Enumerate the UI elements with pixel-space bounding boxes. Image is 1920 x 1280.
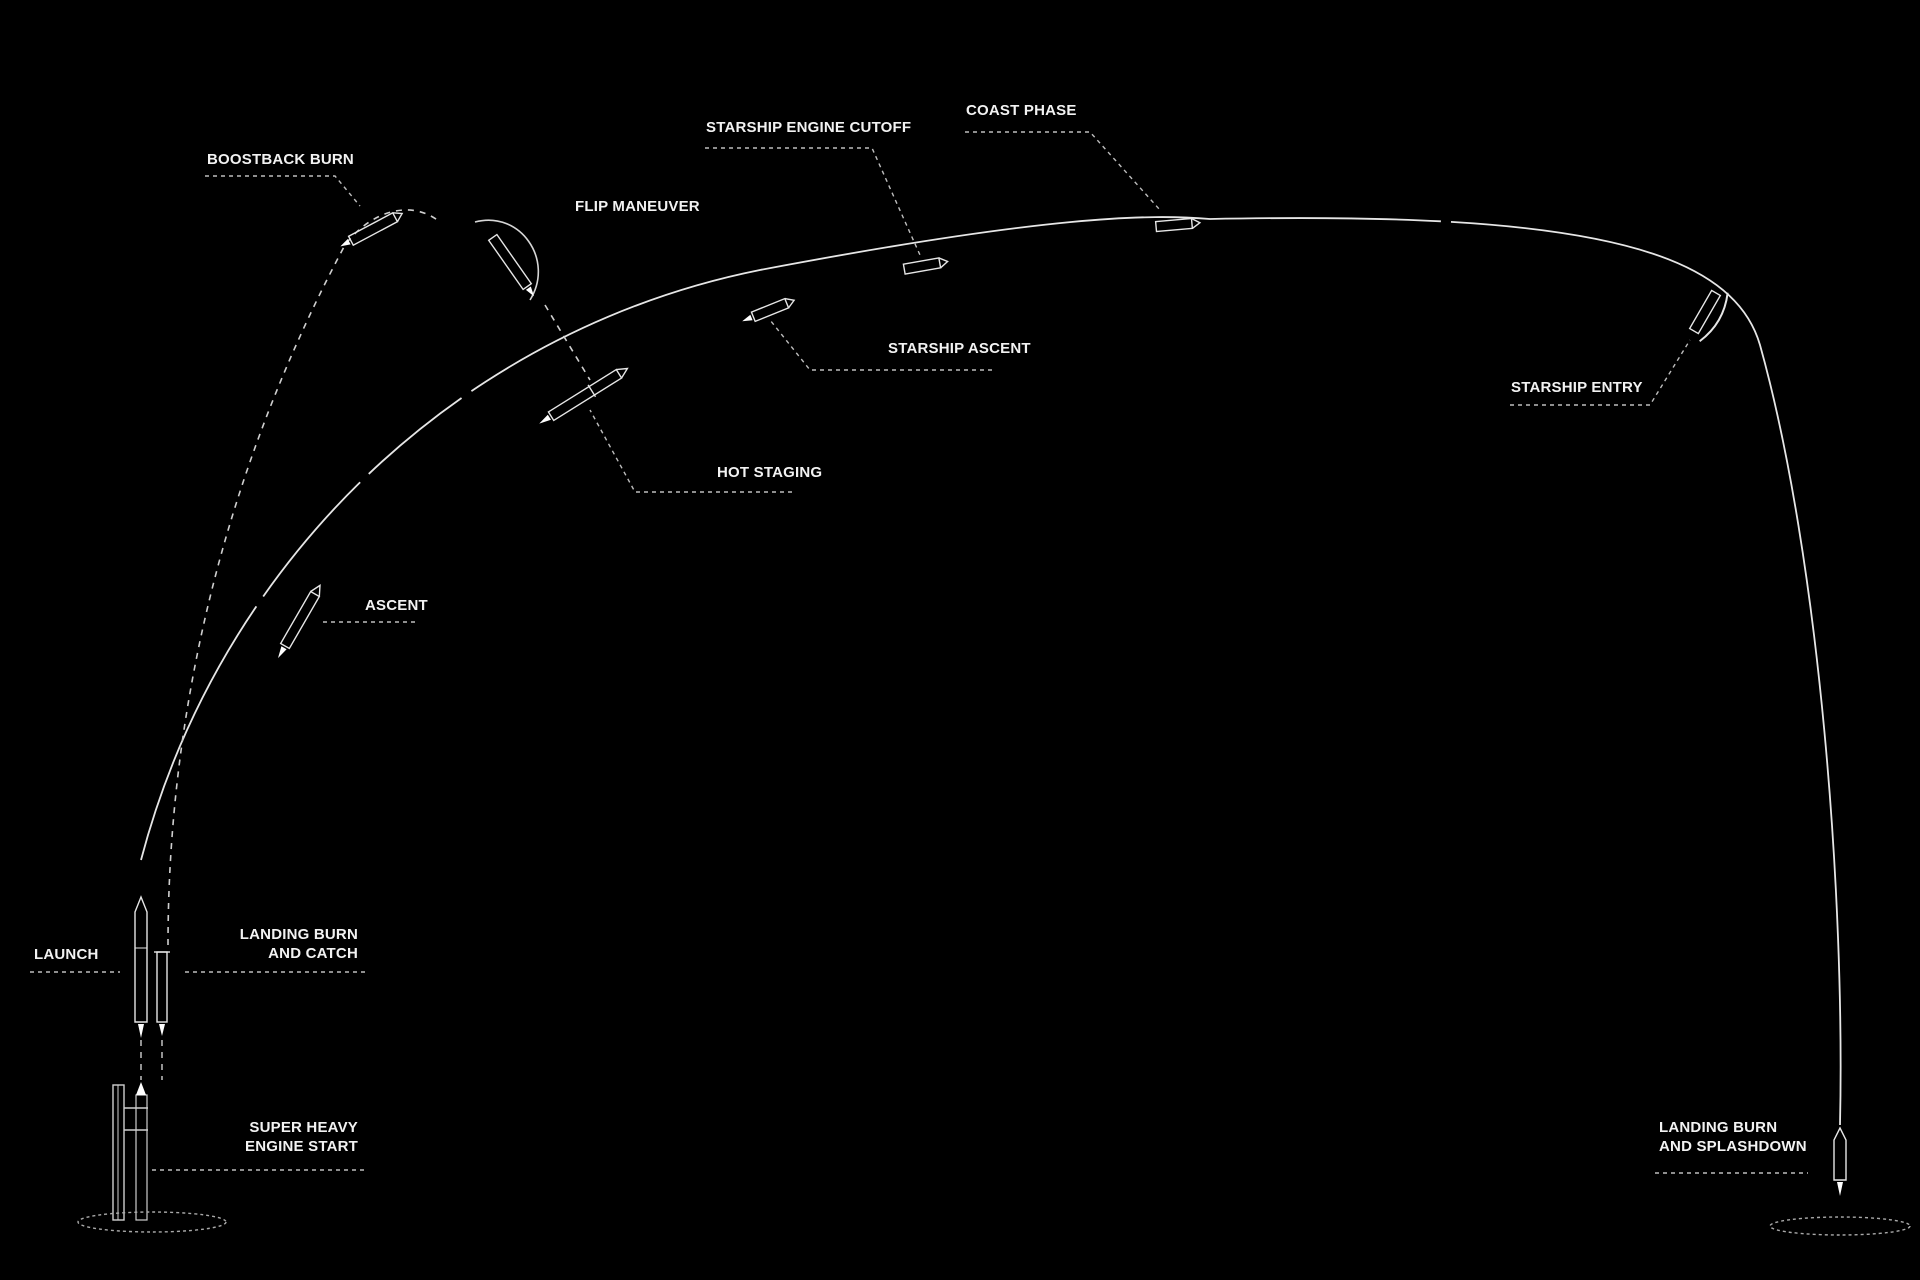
label-boostback-burn: BOOSTBACK BURN	[207, 151, 354, 168]
starship-entry-icon	[1688, 289, 1729, 343]
flip-maneuver-booster-icon	[487, 233, 535, 297]
label-starship-entry: STARSHIP ENTRY	[1511, 379, 1643, 396]
caught-booster-icon	[154, 951, 170, 1036]
boostback-rocket-icon	[340, 211, 404, 247]
label-landing-burn-and-splashdown: LANDING BURN AND SPLASHDOWN	[1659, 1119, 1807, 1155]
label-hot-staging: HOT STAGING	[717, 464, 823, 481]
booster-descent-dashes	[544, 304, 591, 381]
label-coast-phase: COAST PHASE	[966, 102, 1077, 119]
ascent-rocket-icon	[278, 584, 321, 659]
label-flip-maneuver: FLIP MANEUVER	[575, 198, 700, 215]
label-starship-ascent: STARSHIP ASCENT	[888, 340, 1031, 357]
coast-phase-rocket-icon	[1154, 217, 1202, 233]
leader-starship-entry	[1510, 339, 1691, 406]
label-landing-burn-and-catch: LANDING BURN AND CATCH	[239, 926, 358, 962]
label-super-heavy-engine-start: SUPER HEAVY ENGINE START	[245, 1119, 358, 1155]
starship-ascent-rocket-icon	[742, 297, 796, 323]
splashdown-ship-icon	[1769, 1126, 1911, 1236]
label-ascent: ASCENT	[365, 597, 428, 614]
booster-flip-arc	[474, 219, 540, 301]
leader-boostback	[205, 175, 361, 207]
leader-lines	[30, 131, 1808, 1174]
label-launch: LAUNCH	[34, 946, 99, 963]
launch-rocket-icon	[134, 895, 148, 1038]
hot-staging-rocket-icon	[539, 367, 629, 424]
engine-cutoff-rocket-icon	[902, 257, 949, 275]
leader-starship-ascent	[769, 319, 992, 371]
leader-coast-phase	[965, 131, 1161, 211]
label-starship-engine-cutoff: STARSHIP ENGINE CUTOFF	[706, 119, 912, 136]
starship-trajectory-line	[140, 216, 1842, 1126]
booster-return-trajectory	[167, 209, 441, 946]
leader-hot-staging	[589, 409, 792, 493]
launch-tower	[77, 1082, 227, 1233]
